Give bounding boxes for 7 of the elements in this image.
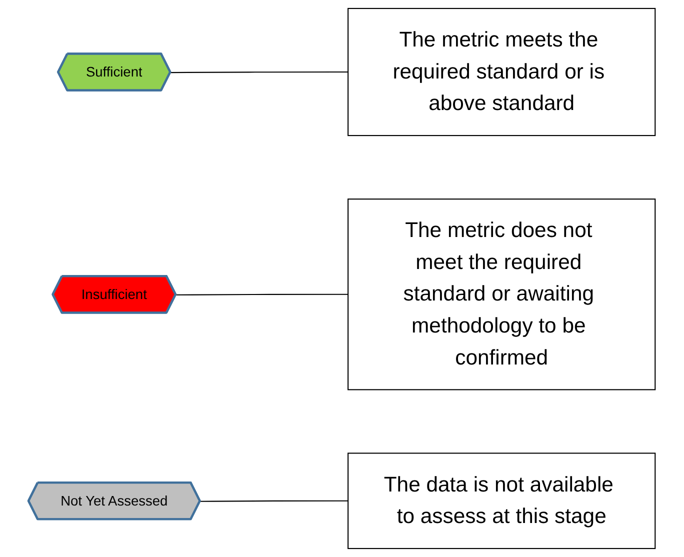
node-box <box>348 8 656 136</box>
node-box <box>348 198 656 390</box>
diagram: Sufficient The metric meets the required standard or is above standard Insufficient The metric does not meet the required standard or awaiting methodology to be confirmed Not Yet Assessed The data is not available to assess at this stage <box>20 0 664 557</box>
connector <box>200 500 348 502</box>
connector <box>170 71 348 74</box>
node-box <box>348 452 656 550</box>
connector <box>176 294 348 296</box>
